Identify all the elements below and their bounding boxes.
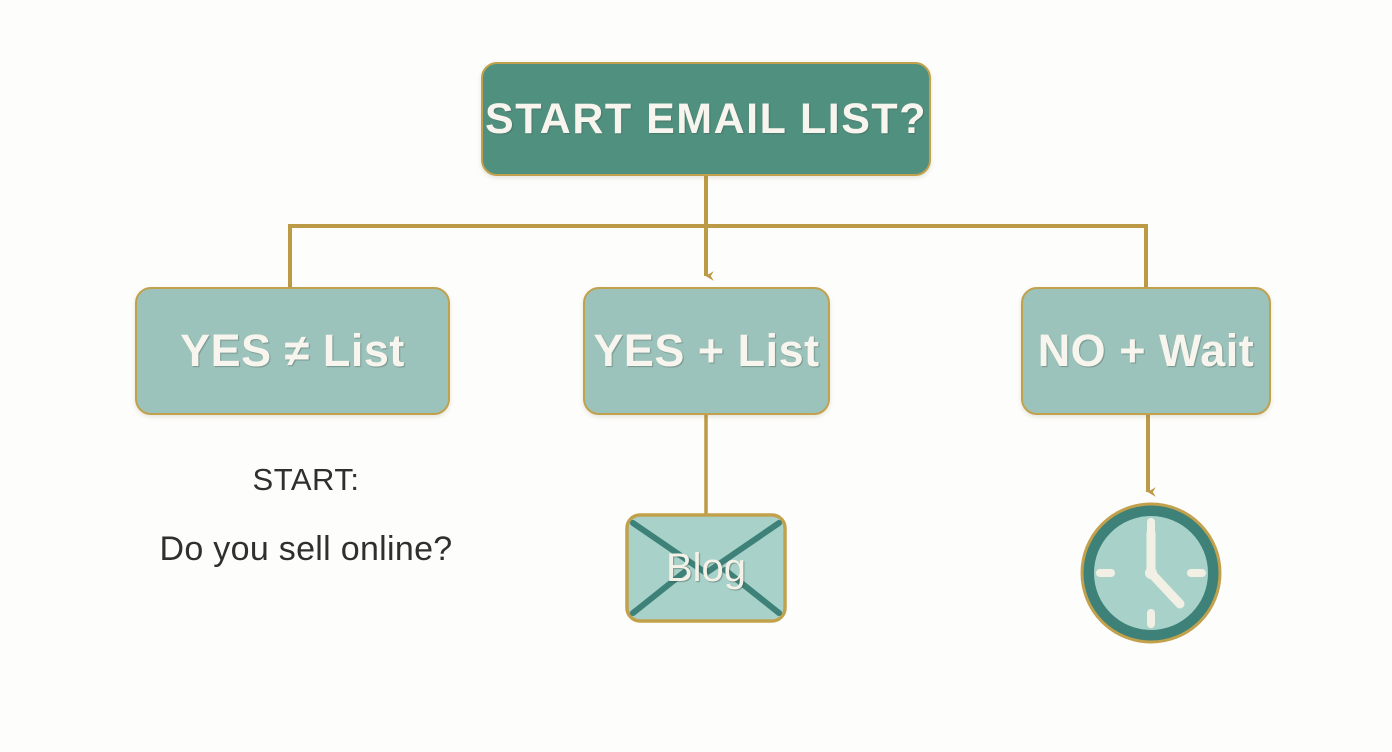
node-yes-not-list-label: YES ≠ List bbox=[180, 325, 405, 376]
start-question-block: START: Do you sell online? bbox=[120, 462, 492, 569]
node-yes-not-list[interactable]: YES ≠ List bbox=[135, 287, 450, 415]
node-root-label: START EMAIL LIST? bbox=[485, 94, 927, 143]
clock-icon[interactable] bbox=[1078, 500, 1224, 646]
start-question: Do you sell online? bbox=[159, 530, 453, 568]
node-no-plus-wait[interactable]: NO + Wait bbox=[1021, 287, 1271, 415]
node-start-email-list[interactable]: START EMAIL LIST? bbox=[481, 62, 931, 176]
start-heading: START: bbox=[252, 462, 360, 497]
node-yes-plus-list-label: YES + List bbox=[593, 325, 820, 376]
envelope-icon[interactable]: Blog bbox=[625, 513, 787, 623]
node-no-plus-wait-label: NO + Wait bbox=[1037, 325, 1255, 376]
node-yes-plus-list[interactable]: YES + List bbox=[583, 287, 830, 415]
